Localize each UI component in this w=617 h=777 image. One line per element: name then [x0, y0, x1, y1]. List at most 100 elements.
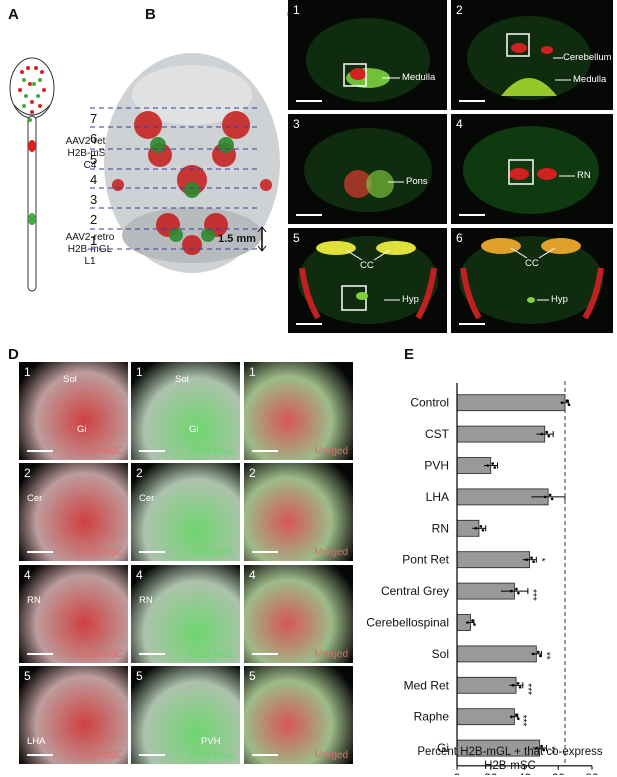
- section-4: 4 RN: [451, 114, 613, 224]
- level-2: 2: [90, 212, 98, 227]
- x-axis-label: Percent H2B-mGL + that co-express H2B-mS…: [417, 746, 603, 772]
- panel-letter-a: A: [8, 6, 19, 23]
- bar-control: [456, 394, 566, 412]
- significance-marker: **: [545, 746, 556, 754]
- data-point: [474, 527, 478, 530]
- panel-letter-b: B: [145, 6, 156, 23]
- channel-label-red: H2B-mSC: [77, 547, 123, 558]
- data-point: [548, 493, 552, 497]
- data-point: [530, 556, 533, 559]
- level-1: 1: [90, 233, 98, 248]
- channel-label-green: H2B-mGL: [190, 446, 235, 457]
- micrograph-number: 4: [249, 568, 256, 582]
- panel-letter-d: D: [8, 346, 19, 363]
- channel-label-green: H2B-mGL: [190, 649, 235, 660]
- micrograph-number: 4: [24, 568, 31, 582]
- bar-med-ret: [456, 676, 517, 694]
- level-6: 6: [90, 131, 98, 146]
- data-point: [518, 686, 522, 689]
- category-label: Control: [410, 396, 449, 410]
- data-point: [493, 466, 497, 469]
- category-label: Cerebellospinal: [366, 616, 449, 630]
- category-label: CST: [425, 427, 450, 441]
- category-label: Gi: [437, 741, 449, 755]
- data-point: [539, 654, 542, 658]
- data-point: [540, 432, 544, 436]
- data-point: [535, 746, 538, 750]
- section-5: 5 CC Hyp: [288, 228, 447, 333]
- section-1: 1 Medulla: [288, 0, 447, 110]
- channel-label-merged: Merged: [314, 446, 348, 457]
- panel-letter-e: E: [404, 346, 415, 363]
- data-point: [486, 464, 490, 467]
- channel-label-red: H2B-mSC: [77, 750, 123, 761]
- level-7: 7: [90, 111, 98, 126]
- region-label: PVH: [201, 736, 221, 747]
- data-point: [473, 623, 476, 626]
- data-point: [491, 462, 495, 465]
- x-tick-label: 0: [454, 771, 461, 775]
- brain-3d-render: [90, 53, 280, 273]
- channel-label-merged: Merged: [314, 750, 348, 761]
- micrograph-number: 4: [136, 568, 143, 582]
- channel-label-green: H2B-mGL: [190, 750, 235, 761]
- data-point: [511, 684, 515, 687]
- micrograph-number: 5: [24, 669, 31, 683]
- data-point: [543, 495, 547, 499]
- data-point: [479, 525, 483, 528]
- data-point: [517, 591, 520, 595]
- category-label: RN: [432, 521, 449, 535]
- channel-label-red: H2B-mSC: [77, 446, 123, 457]
- data-point: [550, 497, 554, 501]
- data-point: [471, 619, 474, 622]
- micrograph-number: 5: [249, 669, 256, 683]
- x-tick-label: 40: [518, 771, 532, 775]
- data-point: [565, 399, 569, 402]
- channel-label-merged: Merged: [314, 547, 348, 558]
- category-label: Pont Ret: [402, 553, 449, 567]
- micrograph-number: 1: [136, 365, 143, 379]
- region-label: Sol: [175, 374, 189, 385]
- data-point: [540, 744, 543, 748]
- x-tick-label: 20: [484, 771, 498, 775]
- micrograph-number: 1: [24, 365, 31, 379]
- significance-marker: *: [535, 558, 546, 562]
- data-point: [537, 650, 540, 654]
- level-3: 3: [90, 192, 98, 207]
- data-point: [525, 558, 528, 561]
- region-label: Gi: [189, 424, 199, 435]
- section-3: 3 Pons: [288, 114, 447, 224]
- data-point: [466, 621, 469, 624]
- significance-marker: ***: [527, 589, 538, 601]
- spinal-cord-schematic: [9, 57, 55, 292]
- significance-marker: ***: [522, 683, 533, 695]
- category-label: Central Grey: [381, 584, 449, 598]
- micrograph-number: 2: [249, 466, 256, 480]
- micrograph-number: 2: [24, 466, 31, 480]
- section-6: 6 CC Hyp: [451, 228, 613, 333]
- data-point: [532, 652, 535, 656]
- region-label: LHA: [27, 736, 46, 747]
- data-point: [567, 403, 571, 406]
- data-point: [510, 589, 513, 593]
- data-point: [516, 682, 520, 685]
- category-label: Raphe: [414, 710, 450, 724]
- micrograph-number: 5: [136, 669, 143, 683]
- bar-sol: [456, 645, 537, 663]
- region-label: Cer: [27, 493, 43, 504]
- channel-label-green: H2B-mGL: [190, 547, 235, 558]
- bar-cst: [456, 425, 546, 443]
- category-label: Sol: [432, 647, 449, 661]
- micrograph-number: 2: [136, 466, 143, 480]
